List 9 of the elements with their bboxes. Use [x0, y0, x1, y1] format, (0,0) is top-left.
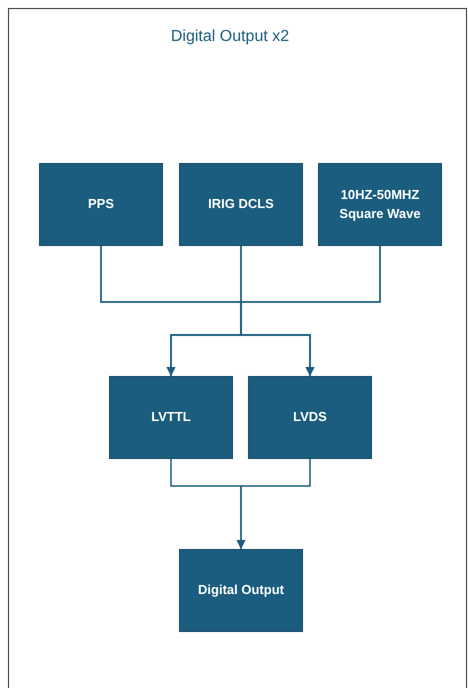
process-box: LVTTL: [109, 376, 233, 459]
process-box: LVDS: [248, 376, 372, 459]
process-box: PPS: [39, 163, 163, 246]
diagram-title: Digital Output x2: [170, 27, 290, 47]
connector-arrow: [240, 246, 381, 376]
process-box: 10HZ-50MHZ Square Wave: [318, 163, 442, 246]
process-box: IRIG DCLS: [179, 163, 303, 246]
process-box: Digital Output: [179, 549, 303, 632]
connector-arrow: [236, 459, 311, 549]
